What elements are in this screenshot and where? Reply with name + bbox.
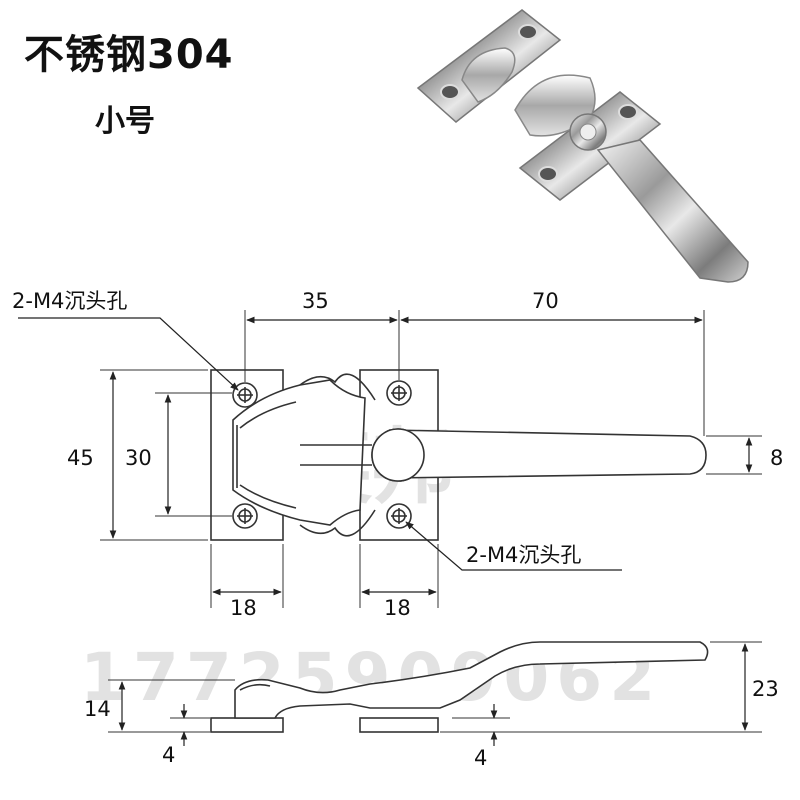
hole-top-right [386,380,412,406]
keeper-hole-left [440,84,460,100]
side-right-plate [359,717,439,733]
dimension-lines [109,316,753,596]
leader-bottom [405,521,622,571]
photo-handle [596,139,749,283]
dim-label-70: 70 [532,289,559,313]
side-dimension-lines [118,643,749,746]
pivot-rivet [579,123,597,141]
dim-label-4-right: 4 [474,746,487,770]
dim-label-8: 8 [770,446,783,470]
callout-leaders [18,317,622,571]
top-view [210,369,707,541]
dim-label-23: 23 [752,677,779,701]
product-size-label: 小号 [95,104,155,139]
handle-outline [389,429,707,479]
dim-label-14: 14 [84,697,111,721]
dim-label-18-right: 18 [384,596,411,620]
cam-wing-bottom [299,509,376,537]
dim-label-4-left: 4 [162,743,175,767]
callout-bottom-hole: 2-M4沉头孔 [466,543,581,567]
extension-lines [100,310,762,608]
cam-wing-top [299,373,376,401]
hook-inner-bottom [239,484,297,509]
hole-bottom-right [386,503,412,529]
dim-label-45: 45 [67,446,94,470]
keeper-hook [461,47,516,103]
dim-label-30: 30 [125,446,152,470]
dim-label-35: 35 [302,289,329,313]
base-hole-right [618,104,638,120]
side-extension-lines [108,641,762,733]
hole-bottom-left [232,503,258,529]
dim-label-18-left: 18 [230,596,257,620]
side-view [210,641,709,733]
side-handle-profile [234,641,709,719]
product-photo [416,9,749,283]
hole-top-left [232,382,258,408]
hook-inner-top [239,401,297,429]
keeper-hole-right [518,24,538,40]
side-left-plate [210,717,284,733]
product-title: 不锈钢304 [24,32,234,78]
callout-top-hole: 2-M4沉头孔 [12,289,127,313]
base-hole-left [538,166,558,182]
leader-top [18,317,239,391]
hook-outline [232,379,366,526]
